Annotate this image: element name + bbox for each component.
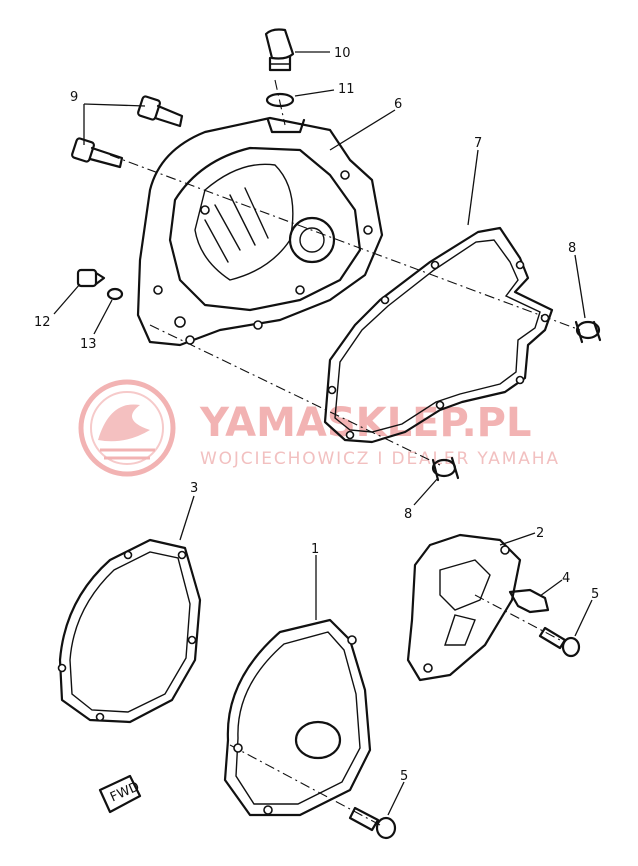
part-3-cover-gasket xyxy=(57,538,202,724)
callout-13: 13 xyxy=(80,337,97,352)
part-5-screw-lower xyxy=(348,806,397,840)
callout-5-lower: 5 xyxy=(400,769,408,784)
part-12-plug-bolt xyxy=(76,268,106,288)
callout-11: 11 xyxy=(338,82,355,97)
callout-7: 7 xyxy=(474,136,482,151)
fwd-mark: FWD xyxy=(98,774,142,814)
callout-6: 6 xyxy=(394,97,402,112)
part-1-outer-cover xyxy=(223,618,372,817)
part-5-screw-upper xyxy=(538,626,581,658)
part-4-clamp xyxy=(508,588,550,614)
callout-12: 12 xyxy=(34,315,51,330)
alignment-lines xyxy=(109,79,581,826)
callout-2: 2 xyxy=(536,526,544,541)
callout-8-upper: 8 xyxy=(568,241,576,256)
part-8-dowel-pin-upper xyxy=(574,320,602,344)
callout-10: 10 xyxy=(334,46,351,61)
watermark-subtitle: WOJCIECHOWICZ I DEALER YAMAHA xyxy=(200,449,558,469)
part-8-dowel-pin-lower xyxy=(431,456,460,482)
callout-1: 1 xyxy=(311,542,319,557)
part-6-crankcase-cover xyxy=(136,116,384,347)
leader-lines xyxy=(53,51,593,816)
watermark-title: YAMASKLEP.PL xyxy=(199,400,531,446)
watermark-logo xyxy=(78,379,176,477)
callout-9: 9 xyxy=(70,90,78,105)
part-7-gasket xyxy=(323,226,554,444)
callout-labels: 10 11 9 6 7 8 12 13 8 3 1 2 4 5 5 xyxy=(34,46,599,784)
part-10-filler-plug xyxy=(264,28,295,72)
callout-4: 4 xyxy=(562,571,570,586)
callout-5-upper: 5 xyxy=(591,587,599,602)
part-9-bolts xyxy=(71,95,184,169)
callout-3: 3 xyxy=(190,481,198,496)
part-13-washer xyxy=(106,287,124,301)
part-2-cover-plate xyxy=(406,533,522,682)
part-11-o-ring xyxy=(265,92,295,108)
callout-8-lower: 8 xyxy=(404,507,412,522)
